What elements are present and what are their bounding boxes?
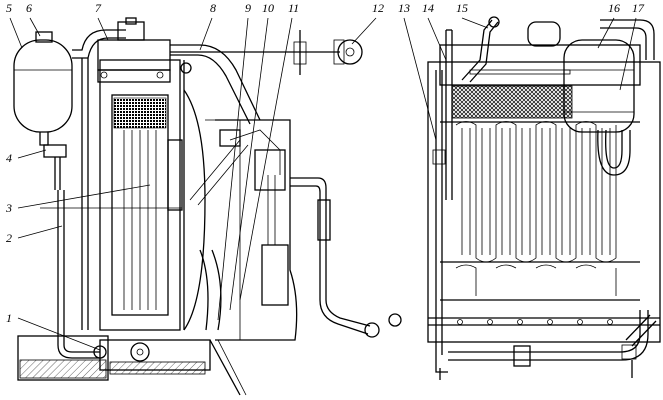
radiator-frame [427, 61, 661, 343]
right-front-view [427, 16, 661, 380]
callout-8: 8 [210, 1, 216, 15]
return-pipe-loop [597, 19, 655, 176]
overflow-pipe [57, 190, 100, 359]
core-tubes-right [440, 121, 640, 301]
callout-2: 2 [6, 231, 12, 245]
base-bracket [17, 335, 247, 396]
callout-9: 9 [245, 1, 251, 15]
upper-hose [170, 44, 261, 125]
filler-neck-15 [461, 16, 500, 83]
filler-pipe-arch [72, 29, 126, 330]
expansion-tank-left [13, 31, 73, 146]
callout-12: 12 [372, 1, 384, 15]
left-side-view [13, 17, 402, 396]
top-tank-left [97, 17, 171, 83]
expansion-tank-right [563, 39, 635, 133]
callout-3: 3 [5, 201, 12, 215]
callout-labels: 5 6 7 8 9 10 11 12 4 3 2 1 13 14 15 16 1… [5, 1, 645, 325]
callout-5: 5 [6, 1, 12, 15]
callout-16: 16 [608, 1, 620, 15]
callout-15: 15 [456, 1, 468, 15]
radiator-core-left [40, 59, 183, 331]
louver-control [170, 30, 363, 75]
callout-10: 10 [262, 1, 274, 15]
callout-6: 6 [26, 1, 32, 15]
engine-section [215, 119, 298, 341]
vertical-pipe-13 [432, 29, 453, 355]
callout-7: 7 [95, 1, 102, 15]
callout-17: 17 [632, 1, 645, 15]
drain-valve [43, 144, 67, 190]
core-fins-band [451, 85, 573, 119]
callout-11: 11 [288, 1, 299, 15]
top-tank-right [439, 21, 641, 86]
leader-lines [9, 17, 637, 351]
bolt-row [428, 317, 660, 326]
callout-1: 1 [6, 311, 12, 325]
lower-hose [189, 139, 249, 331]
outlet-pipe-right [290, 177, 402, 338]
callout-4: 4 [6, 151, 12, 165]
callout-14: 14 [422, 1, 434, 15]
callout-13: 13 [398, 1, 410, 15]
bottom-pipe-right [435, 310, 657, 380]
